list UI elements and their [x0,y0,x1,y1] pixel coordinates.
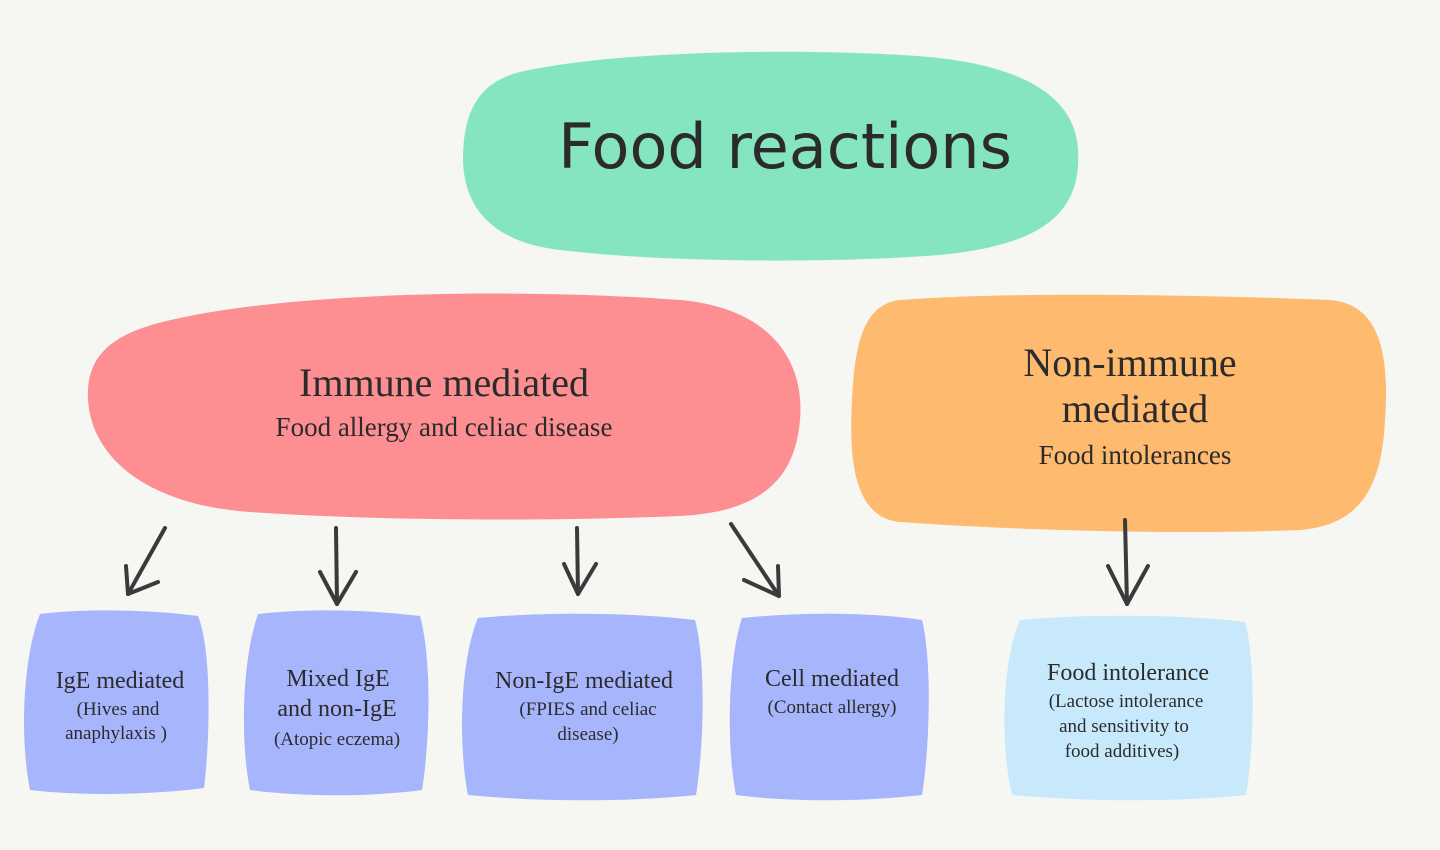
leaf-non-ige-box [462,613,703,801]
leaf-non-ige-title: Non-IgE mediated [495,668,673,694]
leaf-non-ige-mediated: Non-IgE mediated (FPIES and celiac disea… [462,613,703,801]
leaf-cell-box [729,613,929,801]
immune-blob [87,293,801,520]
arrow-to-food-intolerance [1106,518,1150,606]
leaf-food-intolerance-detail-1: (Lactose intolerance [1049,691,1204,712]
leaf-food-intolerance: Food intolerance (Lactose intolerance an… [1004,615,1253,801]
leaf-ige-title: IgE mediated [56,668,185,694]
root-blob [462,51,1079,261]
arrow-to-mixed [318,526,358,606]
leaf-food-intolerance-detail-2: and sensitivity to [1059,716,1189,737]
leaf-cell-title: Cell mediated [765,666,899,692]
arrow-to-non-ige [562,526,598,596]
non-immune-subtitle: Food intolerances [1039,440,1232,470]
leaf-food-intolerance-title: Food intolerance [1047,660,1209,686]
leaf-mixed-box [243,610,429,796]
root-node: Food reactions [462,51,1079,261]
category-immune-mediated: Immune mediated Food allergy and celiac … [87,293,801,520]
leaf-non-ige-detail-2: disease) [557,724,618,745]
leaf-food-intolerance-detail-3: food additives) [1065,741,1180,762]
leaf-mixed-title-1: Mixed IgE [286,666,389,692]
arrow-to-ige [124,526,167,596]
leaf-mixed-ige: Mixed IgE and non-IgE (Atopic eczema) [243,610,429,796]
leaf-ige-box [24,610,209,794]
non-immune-blob [851,294,1387,533]
leaf-mixed-title-2: and non-IgE [277,696,396,722]
immune-subtitle: Food allergy and celiac disease [276,412,613,442]
leaf-cell-mediated: Cell mediated (Contact allergy) [729,613,929,801]
non-immune-title-line-1: Non-immune [1023,340,1236,385]
non-immune-title-line-2: mediated [1062,386,1209,431]
leaf-mixed-detail-1: (Atopic eczema) [274,729,400,750]
leaf-ige-detail-1: (Hives and [77,699,160,720]
category-non-immune-mediated: Non-immune mediated Food intolerances [851,294,1387,533]
leaf-ige-detail-2: anaphylaxis ) [65,723,167,744]
leaf-cell-detail-1: (Contact allergy) [768,697,897,718]
leaf-food-intolerance-box [1004,615,1253,801]
leaf-non-ige-detail-1: (FPIES and celiac [519,699,656,720]
leaf-ige-mediated: IgE mediated (Hives and anaphylaxis ) [24,610,209,794]
arrow-to-cell [729,522,781,598]
root-label: Food reactions [558,110,1012,183]
immune-title: Immune mediated [299,360,589,405]
